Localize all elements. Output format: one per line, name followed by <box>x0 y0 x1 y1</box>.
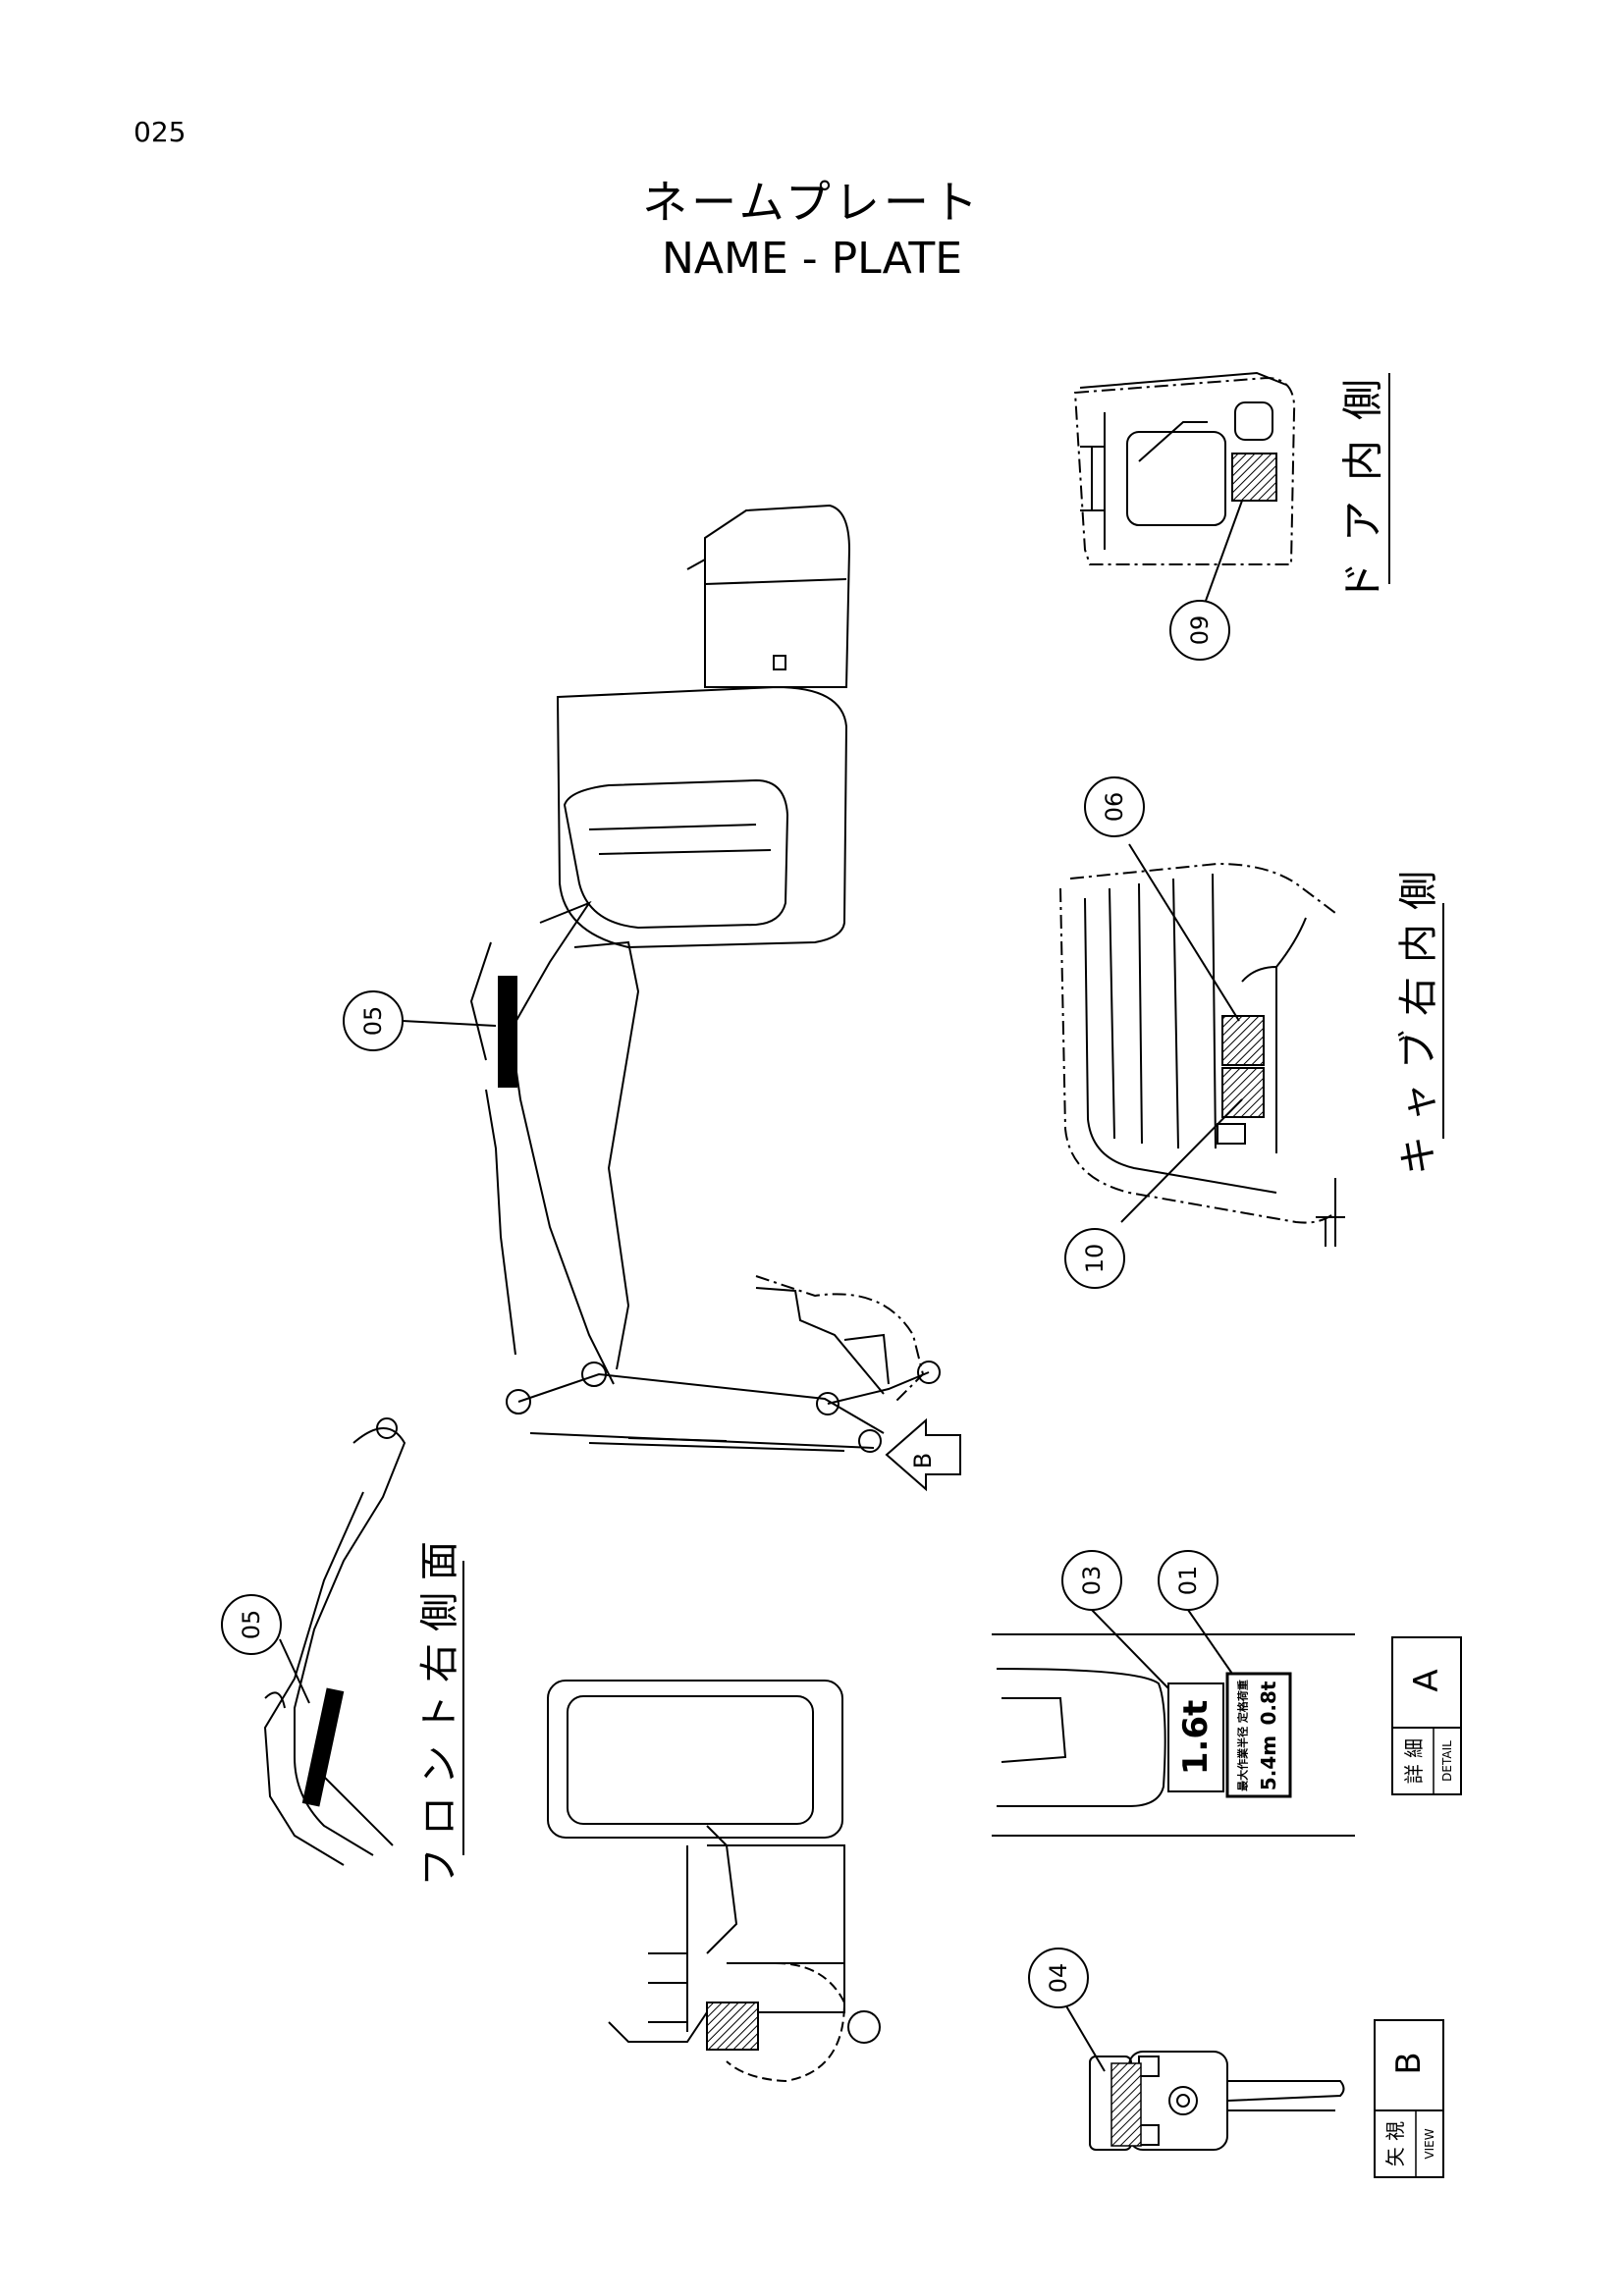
view-arrow-b: B <box>885 1417 961 1492</box>
callout-05-front <box>221 1594 282 1655</box>
excavator-side-view <box>469 504 941 1453</box>
callout-10 <box>1064 1228 1125 1289</box>
callout-09 <box>1169 600 1230 661</box>
callout-04-label: 04 <box>1045 1963 1072 1994</box>
callout-06-label: 06 <box>1101 792 1128 823</box>
plate-03 <box>1167 1682 1224 1792</box>
callout-01-label: 01 <box>1174 1566 1202 1596</box>
callout-03 <box>1061 1550 1122 1611</box>
callout-09-label: 09 <box>1186 615 1214 646</box>
excavator-top-view <box>547 1680 881 2083</box>
view-b-label-box: 矢 視 VIEW B <box>1374 2019 1444 2178</box>
detail-a-jp: 詳 細 <box>1402 1738 1426 1784</box>
callout-06 <box>1084 776 1145 837</box>
plate-03-text: 1.6t <box>1176 1700 1216 1775</box>
front-right-side-view <box>263 1417 406 1866</box>
callout-05-main <box>343 990 404 1051</box>
view-b-jp: 矢 視 <box>1383 2121 1407 2166</box>
cab-plate-06 <box>1221 1015 1265 1066</box>
page-title-english: NAME - PLATE <box>661 234 963 284</box>
view-b-en: VIEW <box>1423 2128 1436 2159</box>
cab-plate-10 <box>1221 1067 1265 1118</box>
plate-01-radius: 5.4m <box>1257 1735 1280 1790</box>
view-b-letter: B <box>1389 2052 1429 2074</box>
plate-01-load: 0.8t <box>1257 1681 1280 1725</box>
page-number: 025 <box>134 116 187 148</box>
callout-03-label: 03 <box>1078 1566 1106 1596</box>
callout-05-main-label: 05 <box>359 1006 387 1037</box>
label-front-right-side: フロント右側面 <box>417 1529 462 1887</box>
door-plate-09 <box>1231 453 1277 502</box>
detail-a-letter: A <box>1407 1669 1446 1691</box>
detail-a-view <box>992 1633 1355 1837</box>
page-title-japanese: ネームプレート <box>642 176 982 229</box>
label-cab-right-inside: キャブ右内側 <box>1396 857 1441 1175</box>
front-plate-05 <box>301 1687 345 1807</box>
callout-04 <box>1028 1948 1089 2008</box>
door-inside-view <box>1073 371 1296 602</box>
callout-05-front-label: 05 <box>238 1610 265 1640</box>
link-plate-04 <box>1110 2062 1142 2147</box>
cab-right-inside-view <box>1059 843 1345 1247</box>
callout-01 <box>1158 1550 1218 1611</box>
plate-01-header: 最大作業半径 定格荷重 <box>1236 1680 1250 1791</box>
detail-a-label-box: 詳 細 DETAIL A <box>1391 1636 1462 1795</box>
label-door-inside: ドア内側 <box>1339 359 1387 603</box>
top-plate <box>706 2002 759 2051</box>
detail-a-en: DETAIL <box>1440 1740 1454 1782</box>
arrow-b-label: B <box>909 1453 937 1468</box>
plate-01 <box>1225 1672 1292 1798</box>
callout-10-label: 10 <box>1081 1244 1109 1274</box>
boom-plate-05 <box>499 989 516 1083</box>
